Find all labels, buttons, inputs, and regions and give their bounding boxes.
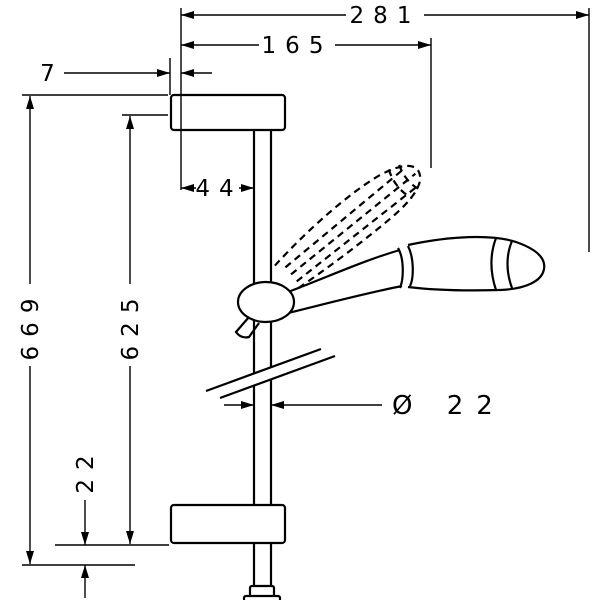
arrowhead-inward-right	[271, 401, 284, 409]
bottom-bracket	[169, 503, 287, 545]
dimension-width-mid-label: 165	[262, 33, 333, 59]
arrowhead-inward-left	[157, 69, 170, 77]
arrowhead-left	[181, 41, 194, 49]
arrowhead-inward-right	[181, 69, 194, 77]
phantom-spray-line-1	[387, 169, 413, 200]
break-line-upper	[205, 347, 322, 393]
pivot-ring-2	[406, 245, 414, 287]
arrowhead-inward-bottom	[81, 565, 89, 578]
extension-lines	[22, 8, 590, 566]
dimension-height-holes-label: 625	[118, 290, 144, 361]
shower-head-outline	[407, 235, 546, 292]
arrowhead-top	[126, 116, 134, 129]
dimension-height-overall: 669	[17, 96, 44, 564]
hand-shower-phantom	[274, 164, 422, 292]
arrowhead-right	[241, 184, 254, 192]
arrowhead-left	[181, 184, 194, 192]
arrowhead-inward-top	[81, 532, 89, 545]
arrowhead-right	[576, 11, 589, 19]
arrowhead-bottom	[126, 531, 134, 544]
hose-connector	[234, 316, 260, 339]
end-cap-base	[242, 594, 282, 600]
dimension-width-mid: 165	[181, 33, 431, 59]
break-line-lower	[219, 354, 336, 400]
arrowhead-bottom	[26, 551, 34, 564]
spray-face-line-2	[506, 240, 514, 289]
dimension-height-overall-label: 669	[18, 290, 44, 361]
arrowhead-inward-left	[241, 401, 254, 409]
phantom-head-outline	[274, 164, 422, 292]
handle-bottom-edge	[283, 284, 403, 316]
phantom-hatch-3	[296, 186, 417, 283]
dimension-wall-offset: 7	[40, 61, 212, 87]
top-bracket	[169, 93, 287, 132]
dimension-rail-diameter: Ø 22	[224, 391, 506, 421]
phantom-hatch-2	[290, 172, 417, 276]
label-background	[259, 33, 335, 57]
dimension-rail-diameter-label: Ø 22	[392, 391, 506, 421]
label-background	[196, 176, 239, 200]
label-background	[346, 3, 424, 27]
pivot-ring-1	[397, 247, 404, 289]
handle-top-edge	[287, 248, 401, 294]
label-background	[117, 284, 143, 366]
dimension-bottom-gap-label: 22	[73, 446, 99, 493]
phantom-hatch-1	[284, 168, 405, 269]
dimension-rail-offset: 44	[181, 176, 254, 202]
dimension-width-overall-label: 281	[350, 3, 421, 29]
shower-rail-assembly	[169, 93, 546, 600]
slider-holder	[236, 280, 296, 324]
break-mask	[206, 349, 335, 398]
dimension-bottom-gap: 22	[73, 446, 99, 598]
dimension-height-holes: 625	[117, 116, 144, 544]
dimension-wall-offset-label: 7	[40, 61, 64, 87]
dimension-rail-offset-label: 44	[195, 176, 242, 202]
arrowhead-right	[418, 41, 431, 49]
spray-face-line-1	[490, 237, 498, 291]
arrowhead-left	[181, 11, 194, 19]
dimension-width-overall: 281	[181, 3, 589, 29]
phantom-spray-line-2	[398, 164, 420, 190]
arrowhead-top	[26, 96, 34, 109]
label-background	[17, 284, 43, 366]
